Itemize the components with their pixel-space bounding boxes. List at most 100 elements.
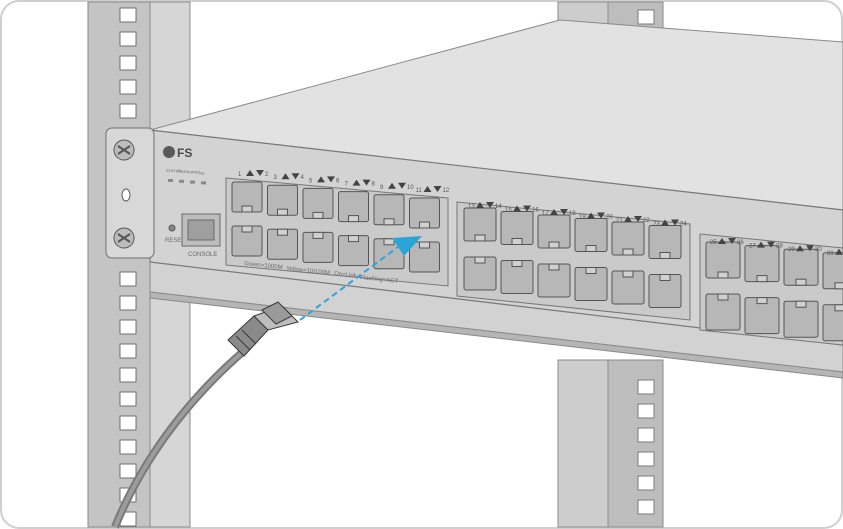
port-number-left: 27: [749, 244, 756, 250]
rack-hole: [119, 103, 137, 119]
port-latch-notch: [277, 208, 288, 216]
triangle-down-icon: [597, 212, 605, 219]
triangle-up-icon: [718, 238, 726, 244]
port-number-left: 9: [380, 185, 384, 191]
port-latch-notch: [717, 293, 729, 301]
led-label: STATUS: [166, 168, 182, 173]
port-number-right: 22: [643, 218, 650, 224]
triangle-down-icon: [767, 241, 775, 248]
port-number-left: 13: [468, 204, 475, 210]
rack-hole: [119, 31, 137, 47]
port-latch-notch: [348, 235, 359, 243]
port-number-right: 24: [680, 222, 687, 228]
triangle-up-icon: [388, 182, 396, 189]
brand-logo-text: FS: [177, 146, 192, 160]
mounting-ear: [105, 127, 155, 259]
triangle-up-icon: [757, 241, 765, 248]
triangle-down-icon: [560, 209, 568, 215]
rack-hole: [119, 79, 137, 95]
led-label: SD: [199, 170, 205, 175]
rack-hole: [119, 343, 137, 359]
port-latch-notch: [548, 241, 560, 249]
rj45-connector-icon: [227, 301, 299, 357]
port-latch-notch: [474, 234, 486, 242]
triangle-up-icon: [317, 176, 325, 183]
led-indicator: [190, 180, 195, 184]
led-label: PWR1: [177, 169, 189, 174]
port-latch-notch: [622, 248, 634, 256]
port-number-left: 11: [416, 188, 423, 194]
ethernet-ports: [231, 181, 843, 342]
led-indicator: [168, 179, 173, 182]
triangle-up-icon: [352, 179, 361, 186]
port-number-left: 15: [505, 208, 512, 214]
triangle-down-icon: [362, 179, 371, 186]
port-number-right: 26: [737, 240, 744, 246]
port-number-left: 19: [579, 215, 586, 221]
port-latch-notch: [659, 252, 671, 259]
triangle-up-icon: [246, 170, 254, 176]
legend-on: On=Link: [334, 271, 358, 279]
port-latch-notch: [511, 260, 523, 267]
legend-yellow: Yellow=10/100M: [286, 266, 330, 277]
port-number-left: 25: [710, 240, 717, 246]
triangle-down-icon: [806, 245, 814, 252]
port-latch-notch: [419, 221, 430, 229]
port-latch-notch: [795, 300, 807, 308]
port-latch-notch: [277, 228, 288, 236]
triangle-up-icon: [624, 216, 632, 222]
port-latch-notch: [241, 205, 253, 213]
led-label: PWR2: [188, 170, 200, 175]
triangle-down-icon: [523, 205, 531, 212]
reset-button[interactable]: [168, 224, 176, 232]
triangle-up-icon: [476, 202, 484, 208]
port-number-right: 18: [569, 211, 576, 217]
port-latch-notch: [795, 278, 807, 286]
triangle-up-icon: [281, 173, 290, 180]
port-latch-notch: [474, 256, 486, 264]
console-area: RESET CONSOLE: [165, 213, 221, 258]
triangle-down-icon: [728, 238, 736, 244]
console-label: CONSOLE: [188, 252, 217, 258]
rack-hole: [119, 295, 137, 311]
port-latch-notch: [419, 241, 430, 249]
port-latch-notch: [511, 238, 523, 245]
triangle-down-icon: [486, 202, 494, 208]
rack-hole: [119, 367, 137, 383]
triangle-down-icon: [671, 219, 679, 226]
port-number-right: 28: [776, 244, 783, 250]
port-latch-notch: [756, 297, 768, 305]
triangle-up-icon: [513, 205, 521, 212]
rack-hole: [119, 55, 137, 71]
port-number-right: 4: [301, 175, 305, 181]
port-label-pair: 23 24: [653, 219, 687, 228]
port-label-pair: 11 12: [416, 186, 450, 194]
port-number-left: 23: [653, 222, 660, 228]
port-number-right: 30: [815, 247, 822, 253]
port-label-pair: 31: [827, 248, 843, 257]
triangle-up-icon: [550, 209, 558, 215]
port-number-right: 8: [372, 182, 376, 188]
triangle-up-icon: [587, 212, 595, 219]
port-latch-notch: [348, 215, 359, 223]
port-latch-notch: [659, 274, 671, 281]
port-latch-notch: [312, 231, 324, 239]
port-number-right: 12: [443, 188, 450, 194]
rack-hole: [119, 319, 137, 335]
led-indicator: [179, 179, 184, 183]
port-latch-notch: [312, 211, 324, 219]
legend-flash: Flashing=ACT: [360, 275, 399, 285]
port-number-left: 31: [827, 251, 834, 257]
port-latch-notch: [717, 271, 729, 279]
